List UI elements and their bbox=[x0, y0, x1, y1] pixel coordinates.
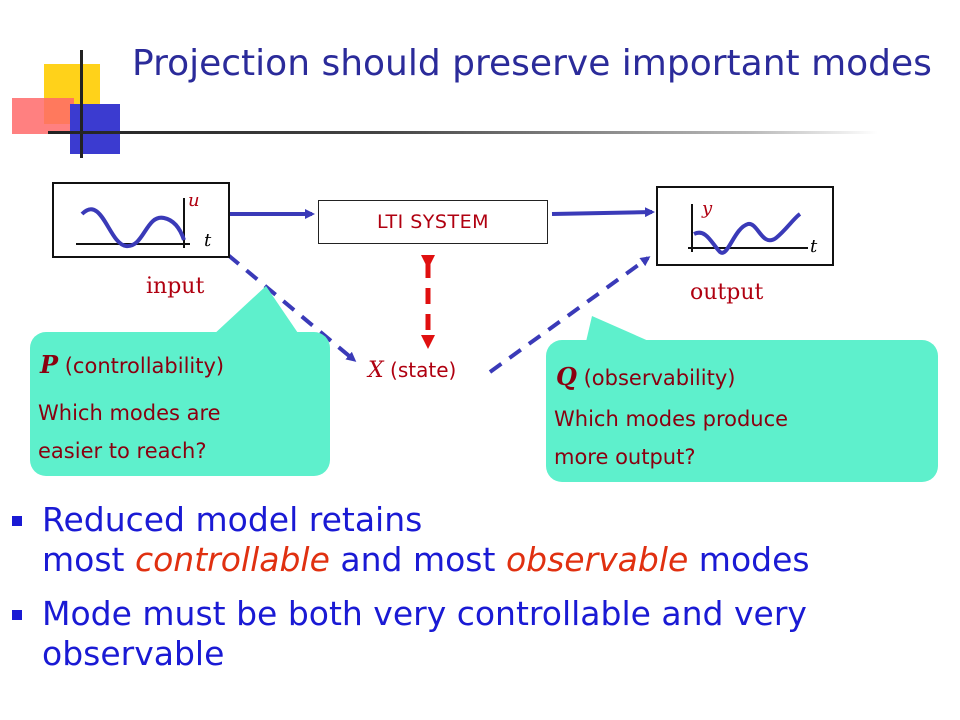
input-signal-plot bbox=[76, 198, 190, 248]
p-callout: P (controllability) Which modes are easi… bbox=[30, 332, 330, 476]
q-line1: Which modes produce bbox=[554, 407, 789, 431]
bullet-1-line1: Reduced model retains bbox=[42, 500, 423, 539]
title-decoration-red bbox=[12, 98, 74, 134]
lti-system-box: LTI SYSTEM bbox=[318, 200, 548, 244]
emph-controllable: controllable bbox=[134, 540, 330, 579]
state-text: (state) bbox=[390, 358, 457, 382]
bullet-square-icon bbox=[12, 516, 22, 526]
title-decoration-blue bbox=[70, 104, 120, 154]
p-line1: Which modes are bbox=[38, 401, 221, 425]
output-y-label: y bbox=[702, 198, 713, 219]
dashed-arrow-state-to-output bbox=[488, 256, 651, 374]
title-underline bbox=[48, 131, 878, 134]
output-signal-plot bbox=[688, 204, 808, 255]
bullet-list: Reduced model retains most controllable … bbox=[12, 500, 952, 674]
output-t-label: t bbox=[810, 236, 818, 257]
q-heading: (observability) bbox=[583, 366, 736, 390]
state-symbol: X bbox=[368, 358, 384, 383]
state-label: X (state) bbox=[368, 358, 456, 383]
output-label: output bbox=[690, 280, 764, 305]
arrow-system-to-output bbox=[551, 207, 655, 218]
q-line2: more output? bbox=[554, 445, 696, 469]
dashed-arrow-input-to-state bbox=[226, 253, 357, 362]
bullet-item: Reduced model retains most controllable … bbox=[12, 500, 952, 580]
q-symbol: Q bbox=[556, 362, 577, 391]
input-t-label: t bbox=[204, 230, 212, 251]
input-u-label: u bbox=[188, 190, 200, 211]
input-signal-box: u t bbox=[52, 182, 230, 258]
bullet-2-text: Mode must be both very controllable and … bbox=[42, 594, 807, 673]
q-callout: Q (observability) Which modes produce mo… bbox=[546, 340, 938, 482]
emph-observable: observable bbox=[505, 540, 689, 579]
p-line2: easier to reach? bbox=[38, 439, 207, 463]
bullet-1-line2: most controllable and most observable mo… bbox=[42, 540, 810, 579]
bullet-square-icon bbox=[12, 610, 22, 620]
p-symbol: P bbox=[40, 350, 59, 379]
input-label: input bbox=[146, 274, 205, 299]
p-heading: (controllability) bbox=[64, 354, 225, 378]
title-decoration-vertical-line bbox=[80, 50, 83, 158]
output-signal-box: y t bbox=[656, 186, 834, 266]
page-title: Projection should preserve important mod… bbox=[132, 43, 932, 84]
bullet-item: Mode must be both very controllable and … bbox=[12, 594, 952, 674]
